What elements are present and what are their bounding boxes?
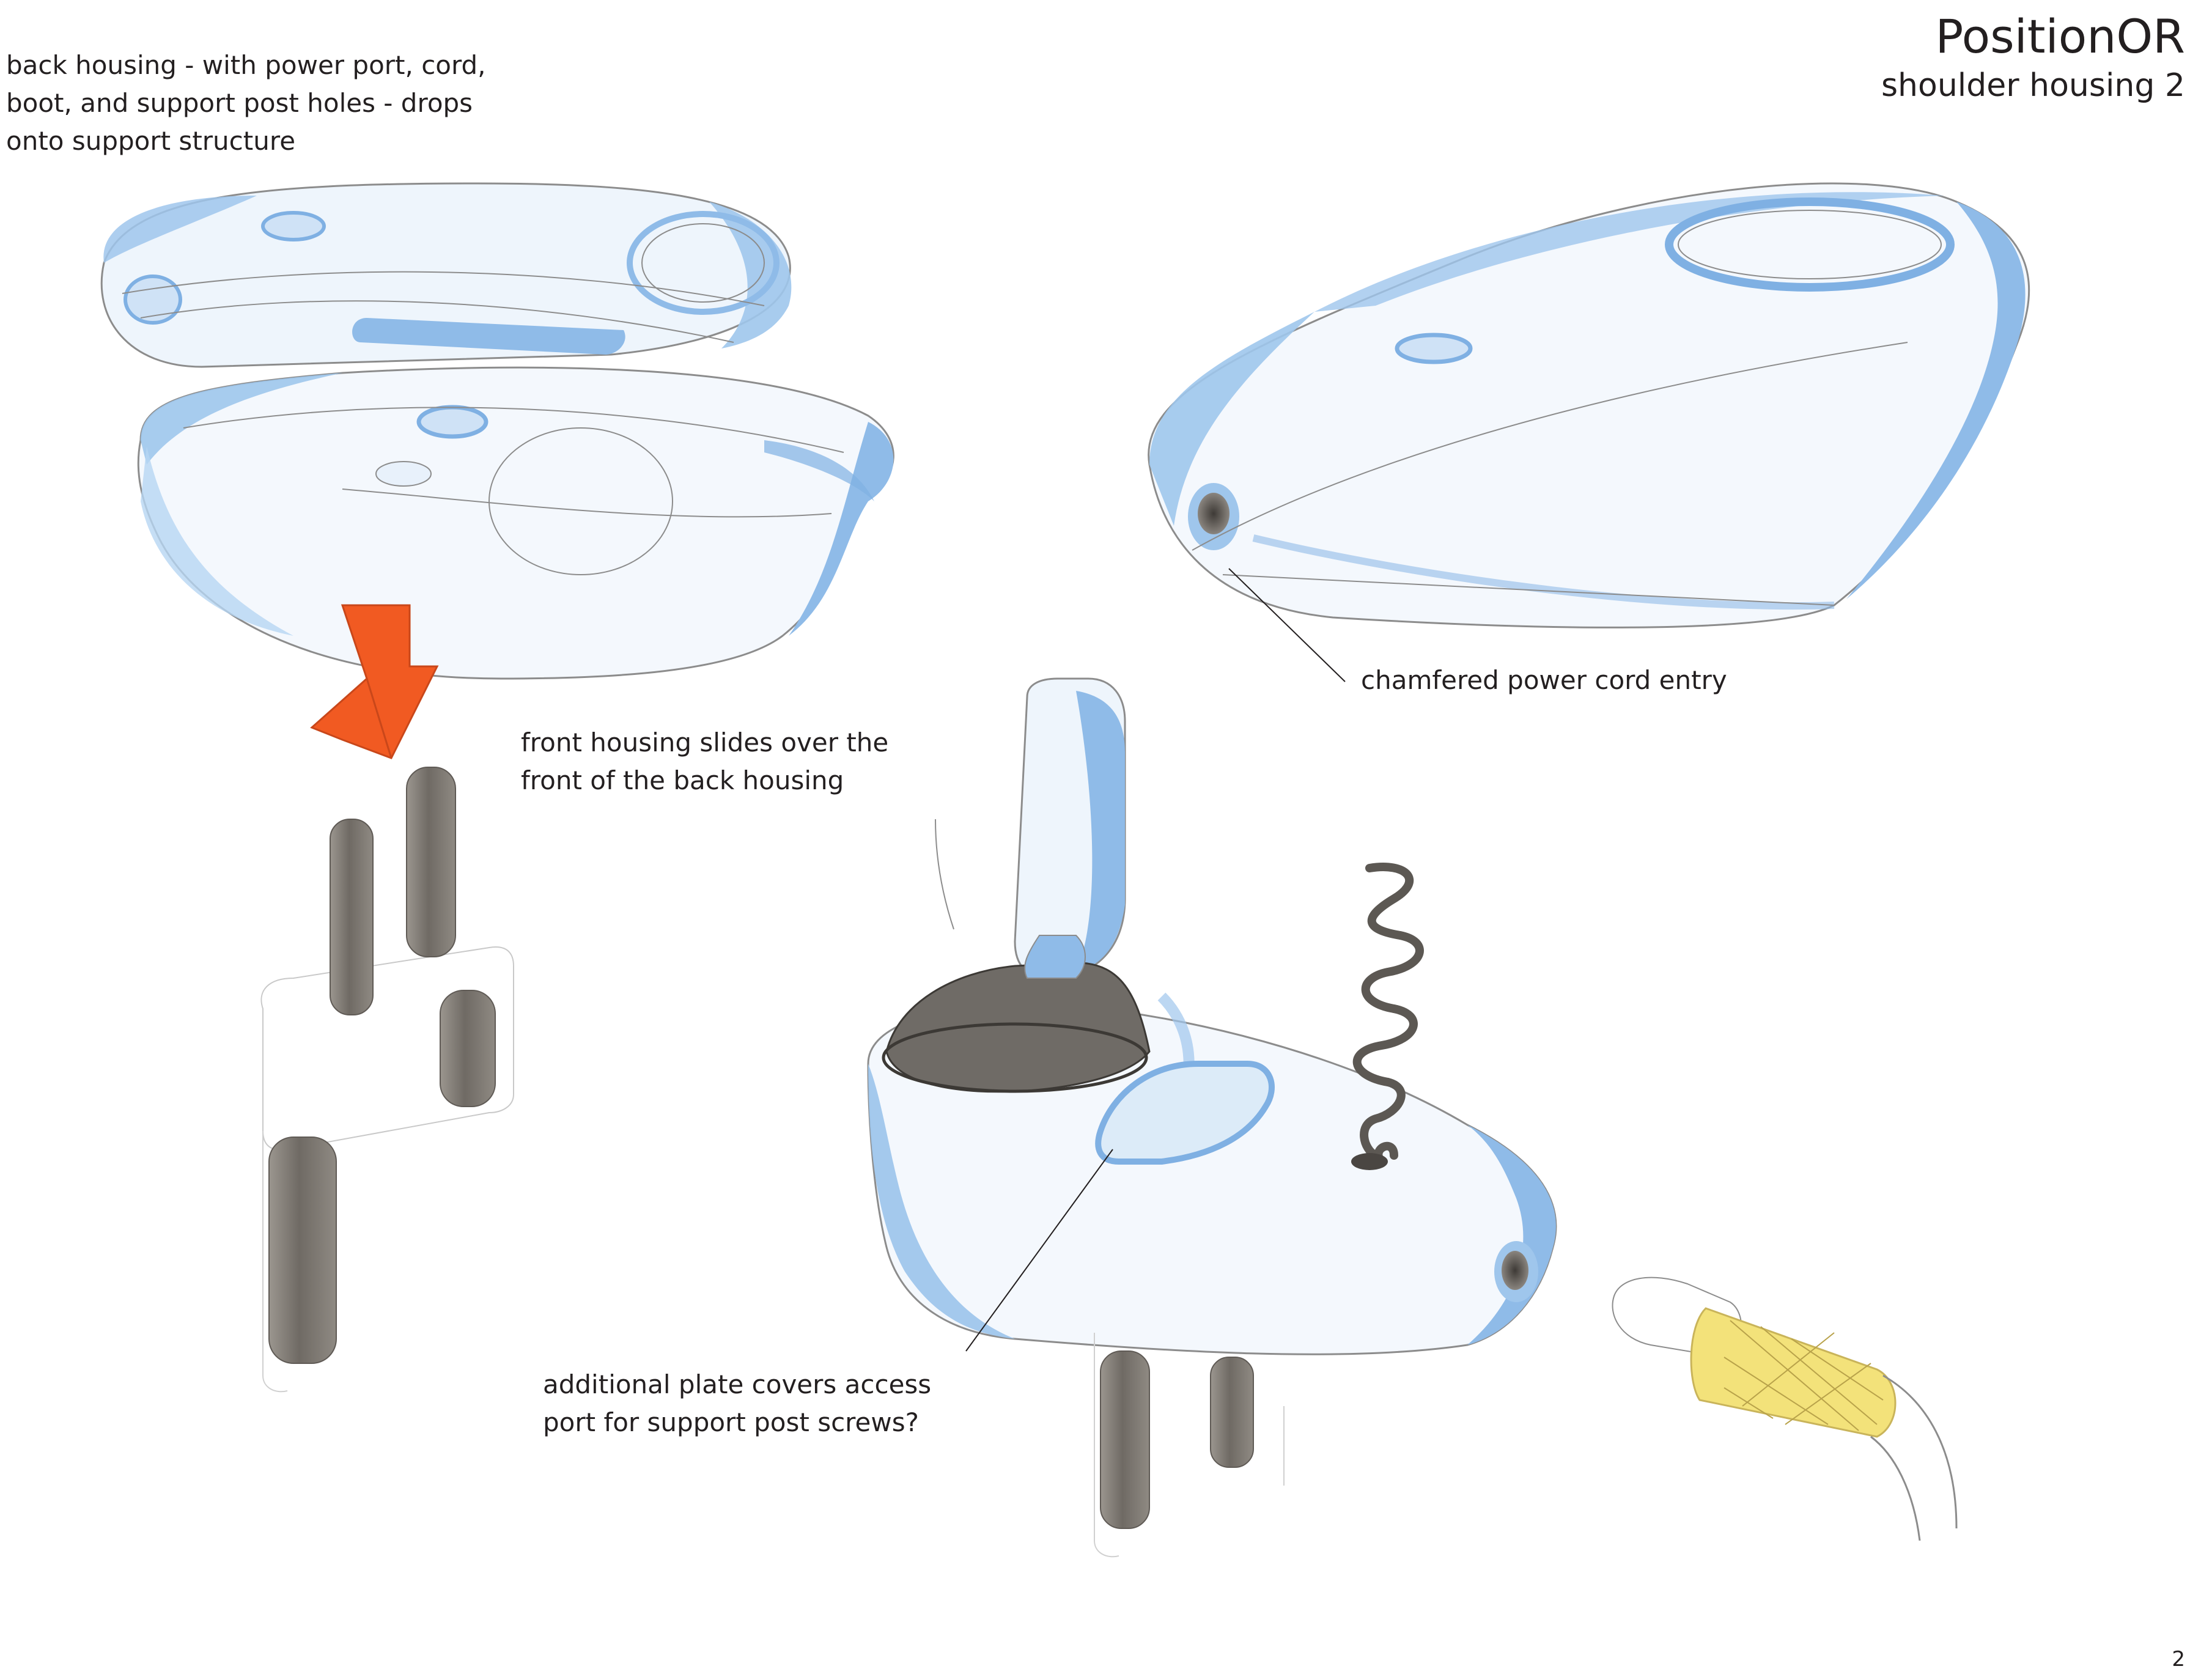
page-number: 2 [2172, 1647, 2185, 1671]
slide-direction-arrow [310, 604, 439, 759]
page-subtitle: shoulder housing 2 [1881, 67, 2185, 104]
power-cord-entry [1188, 483, 1239, 550]
front-housing-annotation: front housing slides over the front of t… [521, 728, 889, 795]
assembly-post-1 [1100, 1350, 1150, 1529]
additional-plate-annotation: additional plate covers access port for … [543, 1369, 932, 1437]
page-title: PositionOR [1935, 9, 2185, 64]
assembly-with-boot-sketch [867, 677, 1958, 1558]
support-post-1 [330, 819, 374, 1015]
cord-boot [882, 935, 1151, 1093]
assembly-post-2 [1210, 1357, 1254, 1468]
side-power-port [1494, 1241, 1538, 1302]
exploded-housing-sketch [100, 182, 894, 1393]
front-housing-shape [137, 366, 894, 680]
back-housing-annotation: back housing - with power port, cord, bo… [6, 50, 486, 156]
additional-plate-leader [965, 1149, 1113, 1352]
support-post-3 [440, 990, 496, 1107]
assembled-housing-sketch [1148, 182, 2030, 682]
support-structure [260, 767, 514, 1393]
chamfered-entry-annotation: chamfered power cord entry [1361, 665, 1727, 695]
support-post-4 [268, 1137, 337, 1364]
support-post-2 [406, 767, 456, 957]
coiled-cord [1352, 863, 1424, 1166]
back-housing-shape [100, 182, 792, 368]
cord-connector [1612, 1277, 1958, 1541]
chamfered-entry-leader [1228, 568, 1346, 682]
access-plate [1095, 1061, 1275, 1165]
